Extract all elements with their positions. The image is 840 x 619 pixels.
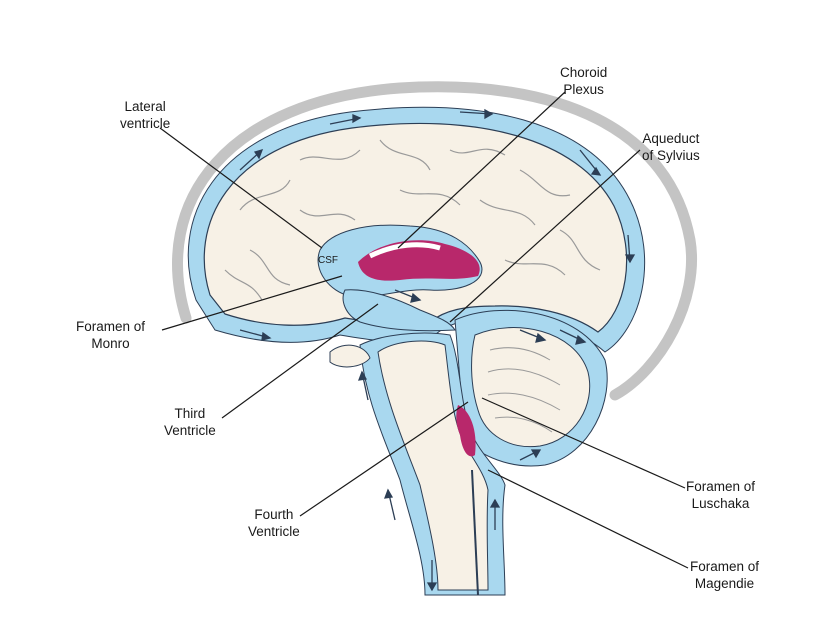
label-aqueduct: Aqueduct of Sylvius [642,131,700,163]
leader-fourth [299,401,469,517]
leader-magendie [487,469,689,569]
label-lateral-ventricle: Lateral ventricle [120,99,171,131]
label-third-ventricle: Third Ventricle [164,406,216,438]
label-foramen-monro: Foramen of Monro [76,319,146,351]
leader-monro [161,275,343,331]
leader-luschaka [481,397,686,489]
label-fourth-ventricle: Fourth Ventricle [248,507,300,539]
leader-lines [159,91,689,569]
spinal-canal [471,469,479,596]
leader-aqueduct [449,149,641,323]
choroid-highlight [368,242,441,259]
leader-lateral [159,127,323,249]
gyri [224,139,601,301]
label-choroid-plexus: Choroid Plexus [560,65,608,97]
label-foramen-luschaka: Foramen of Luschaka [686,479,756,511]
fourth-ventricle-plexus [456,405,476,457]
leader-choroid [397,91,566,249]
flow-arrows [239,108,636,592]
pituitary [329,344,371,368]
label-csf: CSF [318,255,338,266]
leader-third [221,303,379,419]
third-ventricle [342,289,456,332]
skull-arc [172,81,697,401]
brainstem [377,340,489,591]
cerebellum-folia [487,347,561,433]
label-foramen-magendie: Foramen of Magendie [690,559,760,591]
